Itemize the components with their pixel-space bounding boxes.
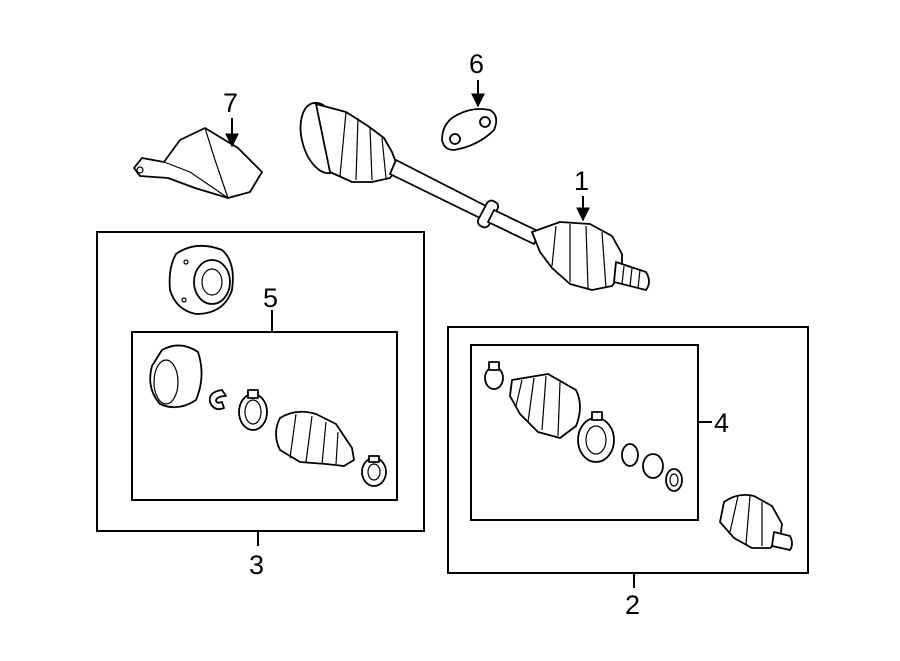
heat-shield-part[interactable] (133, 127, 263, 199)
callout-3: 3 (249, 550, 264, 580)
clamp-bracket-part[interactable] (441, 108, 498, 151)
axle-shaft-assembly-part[interactable] (293, 98, 650, 291)
inner-joint-housing-part[interactable] (168, 244, 234, 315)
part-2-group-box (447, 326, 809, 574)
callout-6: 6 (469, 49, 484, 79)
callout-5: 5 (263, 283, 278, 313)
callout-4: 4 (714, 408, 729, 438)
callout-1: 1 (574, 166, 589, 196)
part-5-group-box (131, 331, 398, 501)
outer-boot-kit-part[interactable] (484, 361, 683, 492)
callout-2: 2 (625, 590, 640, 620)
inner-boot-kit-part[interactable] (149, 344, 387, 487)
callout-7: 7 (223, 88, 238, 118)
outer-cv-joint-part[interactable] (719, 493, 793, 551)
part-4-group-box (470, 344, 699, 521)
part-3-group-box (96, 231, 425, 532)
